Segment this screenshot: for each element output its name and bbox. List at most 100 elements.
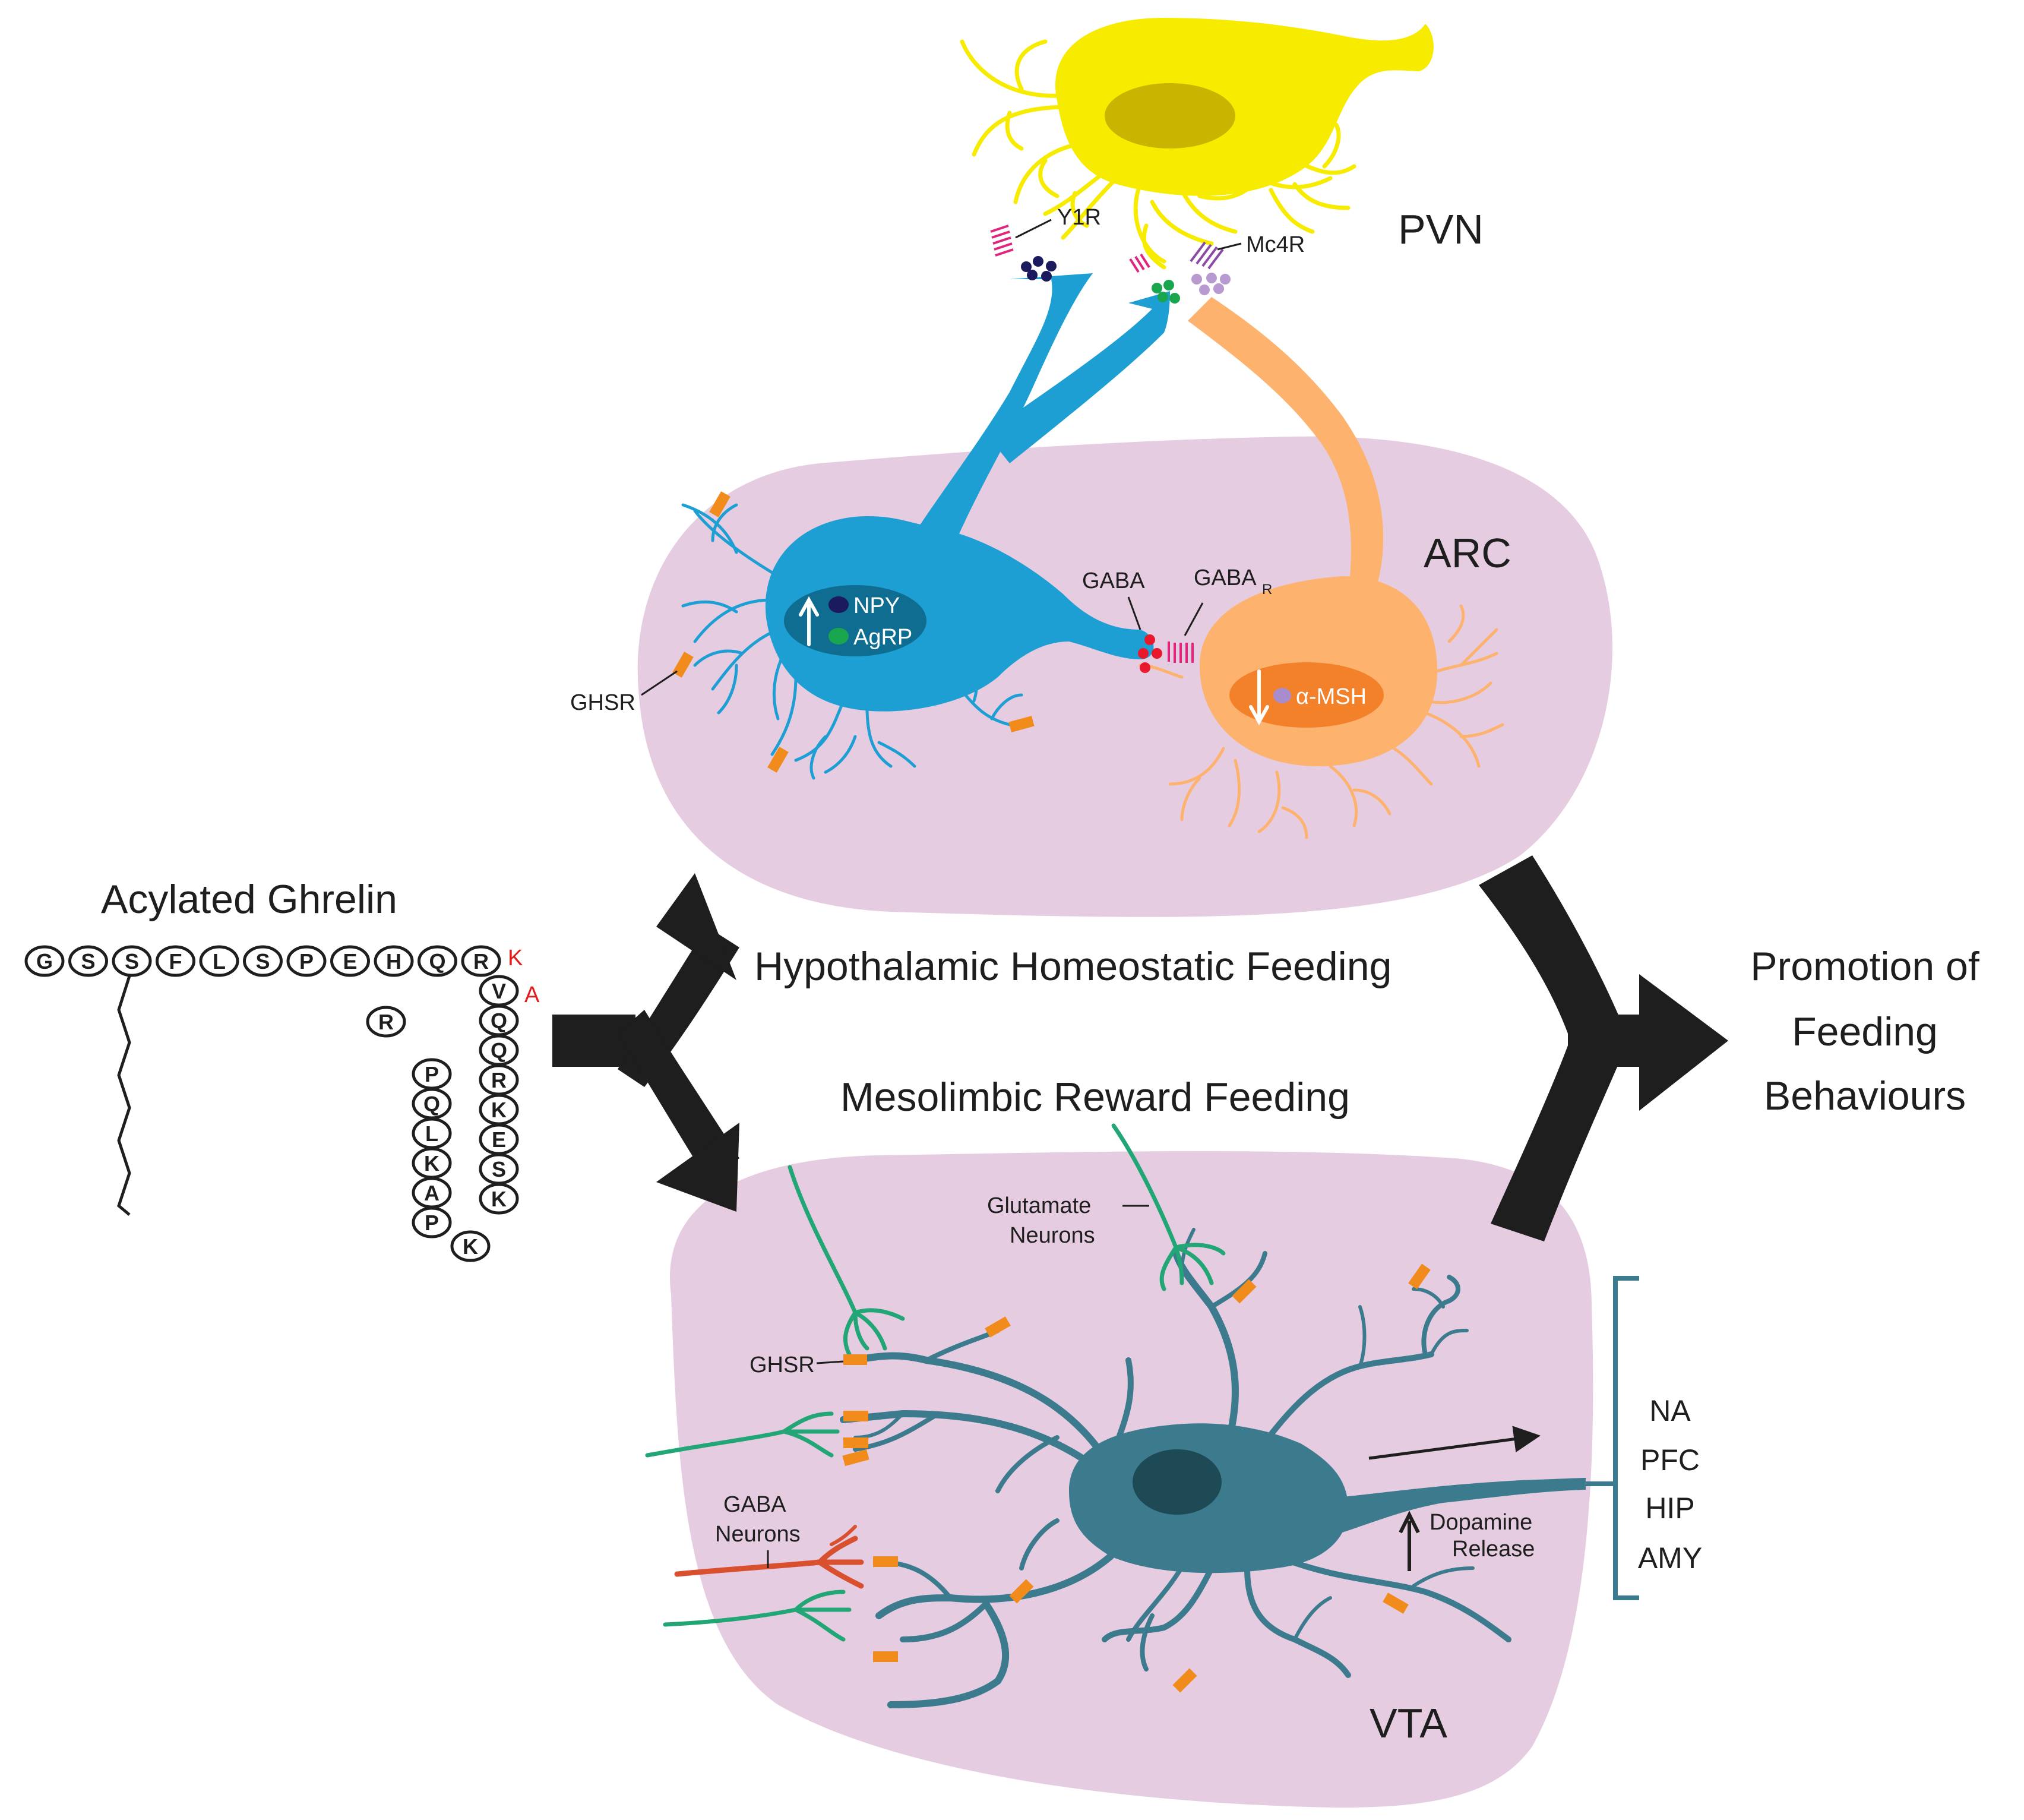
glutamate-label-2: Neurons (1010, 1223, 1095, 1248)
residue-letter: G (36, 949, 53, 974)
residue-top-3: F (156, 945, 195, 977)
vta-nucleus (1133, 1449, 1222, 1515)
gaba-r-label: GABA (1194, 565, 1257, 590)
residue-top-5: S (243, 945, 283, 977)
pomc-axon (1188, 297, 1384, 594)
residue-letter: L (213, 949, 226, 974)
pvn-nucleus (1105, 83, 1235, 148)
ghsr-receptors-arc (672, 491, 1035, 773)
ghsr-receptors-vta (842, 1263, 1431, 1693)
ghrelin-red-a: A (524, 982, 540, 1007)
glutamate-neuron-bottom (663, 1590, 852, 1642)
agrp-vesicles-pvn (1152, 280, 1180, 304)
ghsr-vta-leader (816, 1360, 844, 1364)
pvn-label: PVN (1398, 206, 1484, 252)
pvn-neuron (960, 39, 1356, 270)
residue-top-1: S (68, 945, 108, 977)
gaba-receptor-pvn (1129, 253, 1150, 273)
residue-top-10: R (461, 945, 501, 977)
ghrelin-red-k: K (508, 946, 523, 971)
dopamine-up-arrow (1399, 1511, 1420, 1571)
residue-left-5: P (412, 1058, 452, 1090)
acylated-ghrelin-title: Acylated Ghrelin (101, 877, 397, 922)
residue-left-top: R (366, 1006, 406, 1038)
amsh-vesicles (1191, 273, 1231, 295)
npy-dot (828, 596, 849, 613)
mc4r-label: Mc4R (1246, 232, 1305, 257)
residue-letter: S (81, 949, 95, 974)
agrp-axon (891, 273, 1170, 582)
residue-right-7: K (479, 1183, 519, 1215)
residue-letter: F (169, 949, 182, 974)
mesolimbic-title: Mesolimbic Reward Feeding (840, 1075, 1350, 1120)
residue-letter: H (386, 949, 401, 974)
residue-letter: S (492, 1157, 506, 1181)
target-na: NA (1649, 1394, 1691, 1427)
glutamate-neuron-left (645, 1411, 840, 1458)
y1r-leader (1015, 219, 1052, 239)
residue-letter: Q (491, 1009, 507, 1033)
gaba-r-sub: R (1262, 582, 1272, 598)
npy-vesicles-1 (1021, 256, 1057, 282)
gaba-neuron (674, 1525, 864, 1589)
gaba-r-leader (1184, 602, 1204, 636)
residue-letter: E (492, 1127, 506, 1152)
target-amy: AMY (1638, 1541, 1702, 1575)
ghsr-vta-label: GHSR (749, 1353, 815, 1377)
dopamine-label-1: Dopamine (1430, 1510, 1532, 1535)
residue-left-0: P (412, 1206, 452, 1238)
agrp-label: AgRP (853, 625, 912, 650)
arc-label: ARC (1424, 530, 1511, 576)
residue-letter: V (492, 979, 506, 1003)
residue-top-6: P (286, 945, 327, 977)
residue-left-2: K (412, 1147, 452, 1179)
residue-right-2: Q (479, 1034, 519, 1066)
residue-letter: P (425, 1211, 439, 1235)
ghsr-arc-leader (641, 670, 678, 696)
residue-letter: E (343, 949, 357, 974)
pvn-soma (1055, 18, 1434, 196)
residue-letter: S (255, 949, 270, 974)
pomc-nucleus (1229, 662, 1384, 728)
residue-right-6: S (479, 1153, 519, 1185)
vta-axon (1342, 1478, 1586, 1533)
residue-letter: K (424, 1151, 439, 1176)
residue-letter: Q (429, 949, 445, 974)
residue-top-2: S (112, 945, 152, 977)
residue-top-0: G (24, 945, 65, 977)
residue-top-4: L (199, 945, 239, 977)
residue-top-8: H (374, 945, 414, 977)
glutamate-label-1: Glutamate (987, 1193, 1091, 1218)
vta-dendrites (840, 1228, 1511, 1708)
residue-top-7: E (330, 945, 370, 977)
amsh-label: α-MSH (1296, 684, 1367, 709)
dopamine-label-2: Release (1452, 1537, 1535, 1562)
amsh-dot (1273, 688, 1291, 703)
agrp-nucleus (784, 585, 926, 656)
target-pfc: PFC (1640, 1443, 1700, 1477)
residue-right-3: R (479, 1064, 519, 1096)
residue-right-4: K (479, 1094, 519, 1126)
residue-letter: Q (491, 1038, 507, 1063)
residue-letter: L (425, 1121, 438, 1146)
y1r-label: Y1R (1057, 205, 1101, 230)
residue-letter: K (491, 1187, 507, 1211)
split-arrow (552, 873, 739, 1212)
mc4r-receptor (1190, 241, 1224, 270)
agrp-up-arrow (799, 596, 819, 646)
agrp-soma (765, 516, 1154, 712)
residue-bottom: K (450, 1230, 491, 1262)
residue-letter: S (125, 949, 139, 974)
npy-label: NPY (853, 593, 900, 618)
residue-right-0: V (479, 975, 519, 1007)
residue-letter: Q (423, 1092, 440, 1116)
residue-right-1: Q (479, 1004, 519, 1037)
gaba-neurons-label-1: GABA (723, 1492, 786, 1517)
residue-letter: K (463, 1234, 478, 1259)
octanoyl-chain (117, 975, 131, 1216)
ghsr-arc-label: GHSR (570, 690, 635, 715)
residue-letter: P (299, 949, 314, 974)
glutamate-neuron-center (1111, 1123, 1226, 1291)
residue-letter: A (424, 1181, 439, 1205)
